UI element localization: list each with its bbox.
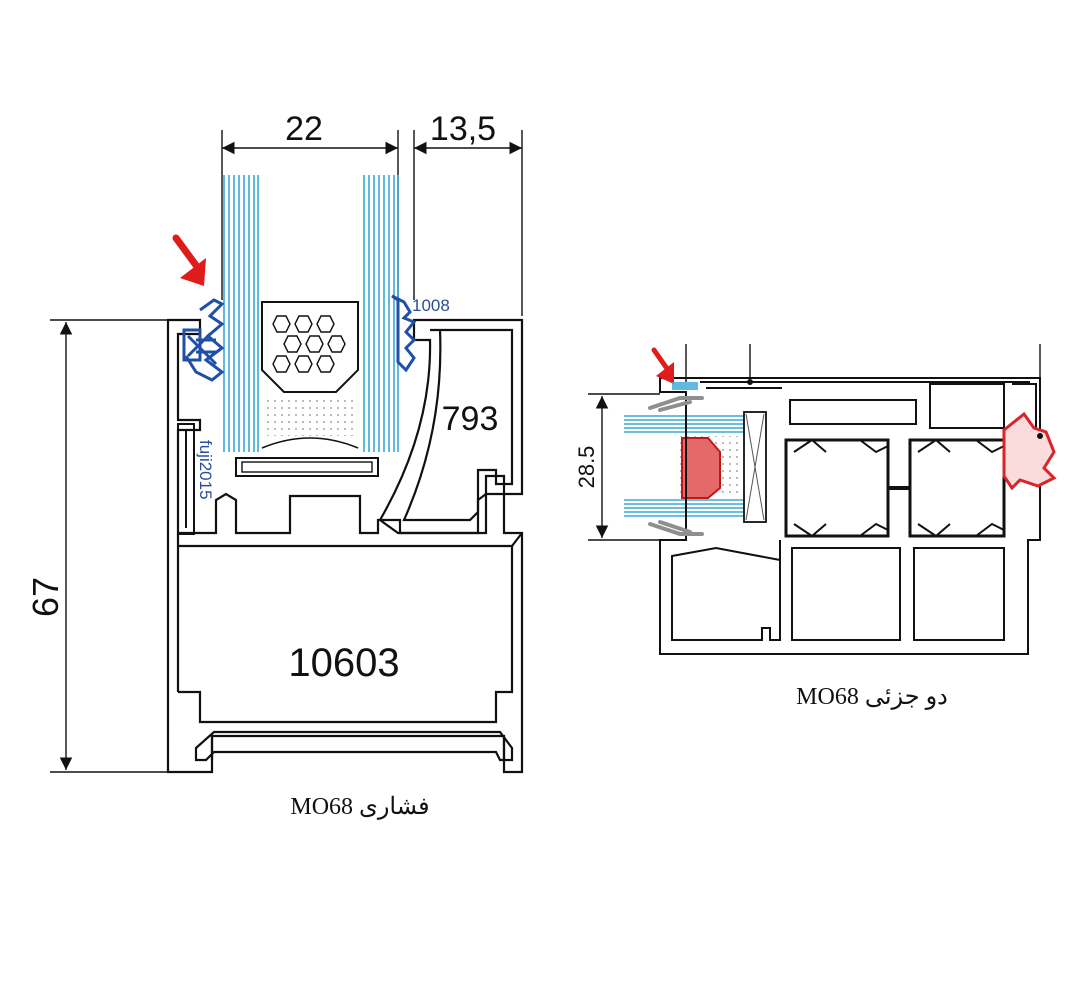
glass-pane-right: [363, 175, 399, 452]
left-caption: MO68 فشاری: [290, 794, 429, 820]
right-spacer-red: [681, 437, 721, 499]
right-dim-height: 28.5: [574, 446, 599, 489]
gasket-outer-1008: [391, 294, 417, 373]
gasket-label-side: fuji2015: [196, 440, 215, 500]
glass-spacer: [261, 301, 359, 449]
bead-code-label: 793: [442, 400, 499, 438]
frame-profile: [166, 318, 524, 774]
dim-glass-width: 22: [285, 110, 323, 148]
dim-total-height: 67: [25, 577, 66, 617]
left-section-drawing: 22 13,5 67: [25, 110, 524, 820]
dim-right-width: 13,5: [430, 110, 496, 148]
right-glass: [624, 415, 752, 517]
right-section-drawing: 28.5: [574, 344, 1057, 710]
gasket-side: [177, 423, 195, 535]
frame-code-label: 10603: [288, 641, 399, 685]
right-seal-red: [1002, 411, 1057, 491]
setting-block: [235, 457, 379, 477]
grey-hint-arrows: [648, 396, 704, 536]
left-dimensions: [50, 130, 523, 773]
glass-pane-left: [223, 175, 259, 452]
glazing-bead-793: [378, 318, 524, 535]
right-caption: MO68 دو جزئی: [796, 684, 948, 710]
gasket-label-1008: 1008: [412, 296, 450, 315]
red-arrow-left: [172, 234, 206, 286]
gasket-inner: [182, 298, 225, 382]
red-arrow-right: [651, 347, 674, 384]
